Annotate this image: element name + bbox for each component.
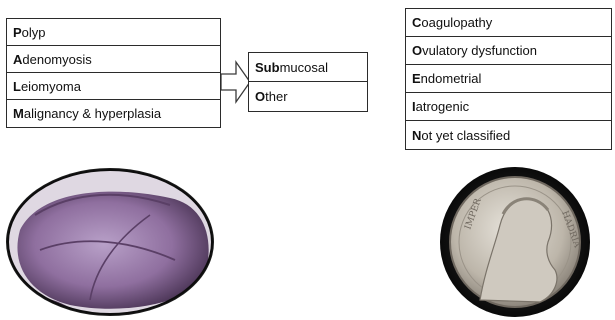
palm-photo: [0, 160, 220, 320]
arrow-icon: [221, 62, 250, 102]
coin-photo: IMPER HADRIA: [440, 167, 590, 317]
